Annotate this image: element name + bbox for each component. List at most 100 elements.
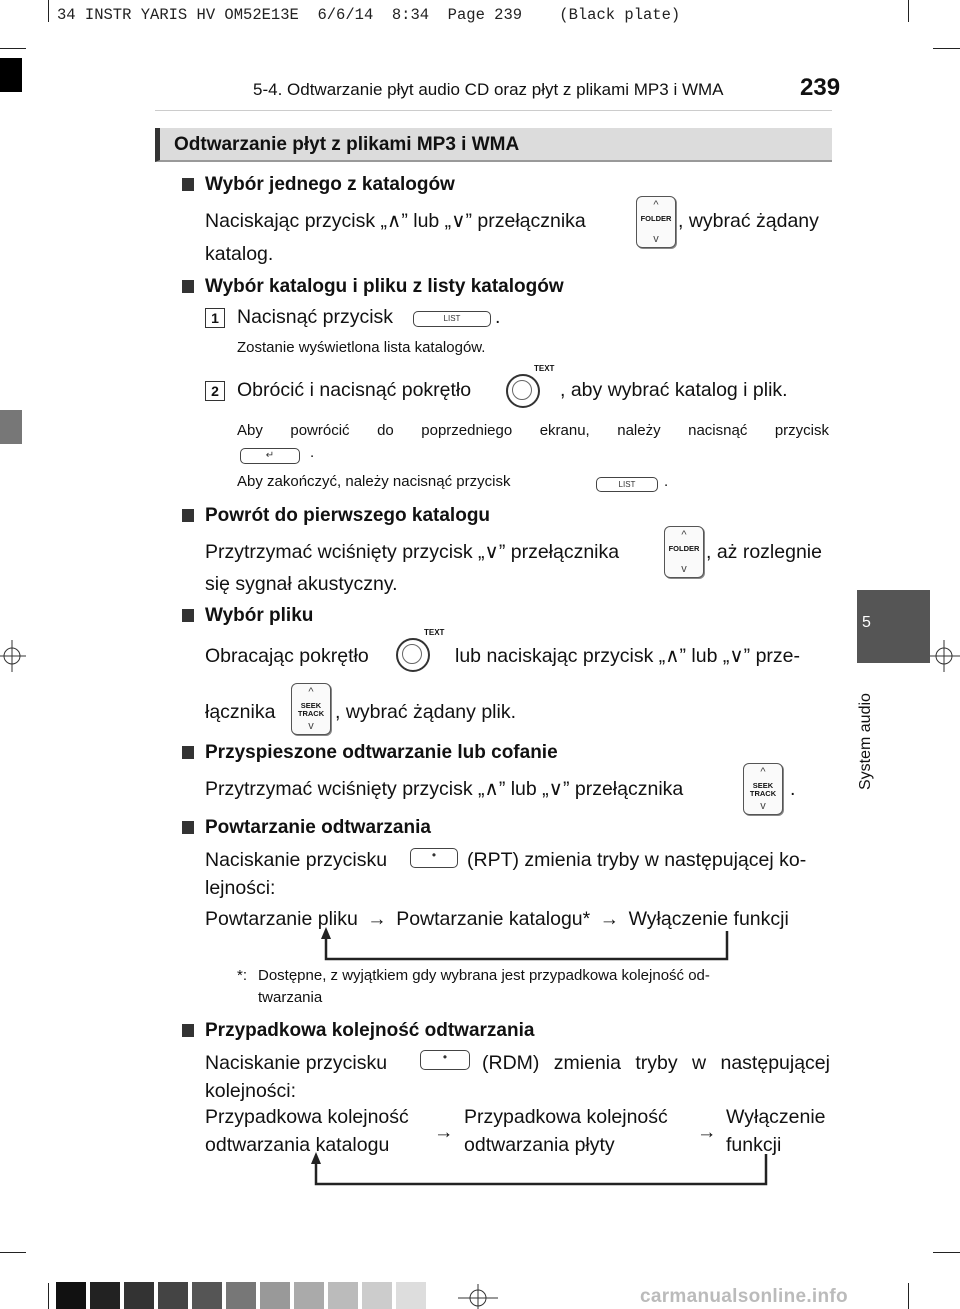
note: Aby zakończyć, należy nacisnąć przycisk (237, 473, 511, 490)
folder-switch-icon: ^ FOLDER v (636, 196, 676, 248)
tune-knob-icon: TEXT (396, 628, 444, 672)
footnote: Dostępne, z wyjątkiem gdy wybrana jest p… (258, 967, 710, 984)
flow-step-line: funkcji (726, 1134, 782, 1156)
arrow-right-icon: → (697, 1121, 717, 1143)
chapter-number: 5 (862, 614, 871, 631)
text: , aby wybrać katalog i plik. (560, 379, 788, 401)
flow-sequence: Powtarzanie pliku → Powtarzanie katalogu… (205, 905, 789, 933)
registration-target-icon (930, 640, 960, 672)
print-slug: 34 INSTR YARIS HV OM52E13E 6/6/14 8:34 P… (57, 6, 681, 24)
loop-back-arrow-icon (311, 1152, 768, 1186)
paragraph: Przytrzymać wciśnięty przycisk „∨” przeł… (205, 538, 619, 566)
crop-mark (908, 0, 909, 22)
text: się sygnał akustyczny. (205, 573, 398, 595)
subsection-title: Wybór katalogu i pliku z listy katalogów (205, 276, 564, 297)
crop-mark (908, 1283, 909, 1309)
label-line: TRACK (297, 709, 325, 718)
chapter-title: System audio (857, 693, 874, 790)
flow-step: Powtarzanie katalogu* (396, 908, 591, 930)
crop-mark (933, 1252, 960, 1253)
bullet-square-icon (182, 821, 194, 834)
subsection-title: Powrót do pierwszego katalogu (205, 505, 491, 526)
crop-mark (933, 48, 960, 49)
flow-step: Wyłączenie funkcji (628, 908, 789, 930)
crop-mark (0, 48, 26, 49)
chapter-tab: 5 (857, 590, 930, 663)
arrow-right-icon: → (599, 908, 620, 930)
down-chevron-icon: ∨ (729, 645, 744, 667)
down-icon: v (653, 233, 659, 245)
swatch (158, 1282, 188, 1309)
watermark: carmanualsonline.info (640, 1286, 848, 1307)
button-label: LIST (443, 314, 461, 323)
text: ” przełącznika (562, 778, 684, 800)
label-line: TRACK (749, 789, 777, 798)
text: Nacisnąć przycisk (237, 306, 394, 328)
swatch (328, 1282, 358, 1309)
knob-label: TEXT (534, 364, 555, 373)
text: Przytrzymać wciśnięty przycisk „ (205, 541, 485, 563)
flow-step: Powtarzanie pliku (205, 908, 358, 930)
crop-mark (48, 0, 49, 22)
arrow-right-icon: → (367, 908, 387, 930)
arrow-right-icon: → (434, 1121, 454, 1143)
down-icon: v (308, 720, 314, 732)
subsection-title: Przyspieszone odtwarzanie lub cofanie (205, 742, 558, 763)
flow-step-line: odtwarzania katalogu (205, 1134, 390, 1156)
flow-step-line: odtwarzania płyty (464, 1134, 615, 1156)
up-icon: ^ (653, 199, 659, 211)
swatch (192, 1282, 222, 1309)
text: katalog. (205, 243, 274, 265)
page-number: 239 (800, 74, 841, 101)
text: Naciskając przycisk „ (205, 210, 388, 232)
up-icon: ^ (681, 529, 687, 541)
black-corner-block (0, 58, 22, 92)
down-icon: v (681, 563, 687, 575)
down-chevron-icon: ∨ (548, 778, 563, 800)
swatch (124, 1282, 154, 1309)
header-rule (155, 110, 832, 111)
swatch (362, 1282, 392, 1309)
down-chevron-icon: ∨ (451, 210, 466, 232)
down-icon: v (760, 800, 766, 812)
text: ” lub „ (498, 778, 549, 800)
loop-back-arrow-icon (321, 927, 729, 961)
bullet-square-icon (182, 509, 194, 522)
text: ” lub „ (679, 645, 730, 667)
label-line: SEEK (300, 701, 322, 710)
text: ” lub „ (401, 210, 452, 232)
label-line: SEEK (752, 781, 774, 790)
up-chevron-icon: ∧ (665, 645, 680, 667)
text: , aż rozlegnie (706, 541, 822, 563)
back-arrow-icon: ↵ (265, 450, 275, 461)
crop-mark (0, 1252, 26, 1253)
text: (RPT) zmienia tryby w następującej ko- (467, 849, 807, 871)
flow-step: Przypadkowa kolejność odtwarzania katalo… (205, 1103, 409, 1159)
swatch (90, 1282, 120, 1309)
switch-label: FOLDER (668, 544, 700, 553)
list-button-icon: LIST (596, 477, 658, 492)
bullet-square-icon (182, 178, 194, 191)
back-button-icon: ↵ (240, 448, 300, 464)
up-icon: ^ (308, 686, 314, 698)
swatch (226, 1282, 256, 1309)
gray-edge-block (0, 410, 22, 444)
text: kolejności: (205, 1080, 297, 1102)
paragraph: Naciskając przycisk „∧” lub „∨” przełącz… (205, 207, 586, 235)
crop-mark (48, 1283, 49, 1309)
knob-label: TEXT (424, 628, 445, 637)
flow-step-line: Wyłączenie (726, 1106, 826, 1128)
bullet-square-icon (182, 1024, 194, 1037)
up-chevron-icon: ∧ (387, 210, 402, 232)
rdm-button-icon: • (420, 1050, 470, 1070)
text: Naciskanie przycisku (205, 849, 388, 871)
tune-knob-icon: TEXT (506, 364, 554, 408)
switch-label: FOLDER (640, 214, 672, 223)
color-calibration-bar (56, 1282, 426, 1309)
subsection-title: Wybór jednego z katalogów (205, 174, 455, 195)
step-number: 1 (205, 308, 225, 328)
registration-target-icon (458, 1284, 498, 1309)
